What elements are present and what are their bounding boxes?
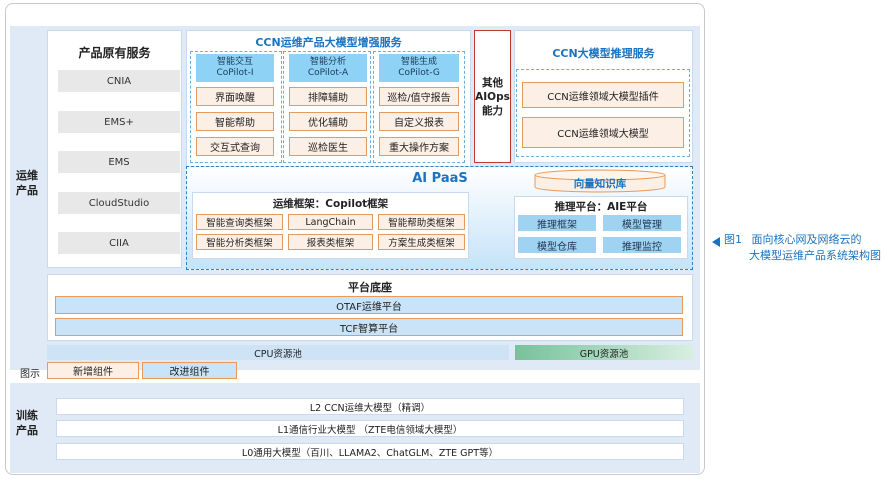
cpu-pool: CPU资源池 — [47, 345, 509, 360]
database-cylinder-icon — [534, 169, 666, 193]
legend-new-component: 新增组件 — [47, 362, 139, 379]
other-aiops-label: 其他 AIOps 能力 — [475, 76, 510, 117]
framework-help: 智能帮助类框架 — [378, 214, 465, 230]
copilot-a-item-2: 优化辅助 — [289, 112, 367, 131]
otaf-platform: OTAF运维平台 — [55, 296, 683, 314]
service-cloudstudio: CloudStudio — [58, 192, 180, 214]
framework-plan: 方案生成类框架 — [378, 234, 465, 250]
model-management: 模型管理 — [603, 215, 681, 231]
ops-products-label: 运维 产品 — [16, 169, 38, 197]
copilot-i-item-3: 交互式查询 — [196, 137, 274, 156]
copilot-g-item-1: 巡检/值守报告 — [379, 87, 459, 106]
figure-number: 图1 — [724, 233, 742, 246]
service-ems-plus: EMS+ — [58, 111, 180, 133]
infer-framework: 推理框架 — [518, 215, 596, 231]
training-l1: L1通信行业大模型 （ZTE电信领域大模型） — [56, 420, 684, 437]
copilot-a-item-3: 巡检医生 — [289, 137, 367, 156]
legend-label: 图示 — [20, 369, 40, 380]
ccn-infer-group — [516, 69, 690, 157]
framework-query: 智能查询类框架 — [196, 214, 283, 230]
copilot-g-group — [373, 51, 465, 163]
gpu-pool: GPU资源池 — [515, 345, 693, 360]
framework-report: 报表类框架 — [288, 234, 373, 250]
copilot-g-item-2: 自定义报表 — [379, 112, 459, 131]
inference-platform-title: 推理平台：AIE平台 — [554, 201, 648, 213]
copilot-a-group — [283, 51, 371, 163]
training-l0: L0通用大模型（百川、LLAMA2、ChatGLM、ZTE GPT等） — [56, 443, 684, 460]
service-ciia: CIIA — [58, 232, 180, 254]
vector-db: 向量知识库 — [533, 169, 667, 193]
tcf-platform: TCF智算平台 — [55, 318, 683, 336]
service-cnia: CNIA — [58, 70, 180, 92]
framework-langchain: LangChain — [288, 214, 373, 230]
training-products-label: 训练 产品 — [16, 409, 38, 437]
infer-monitoring: 推理监控 — [603, 237, 681, 253]
aipaas-title: AI PaaS — [412, 171, 468, 186]
other-aiops-box: 其他 AIOps 能力 — [474, 30, 511, 163]
original-services-title: 产品原有服务 — [78, 46, 151, 60]
training-l2: L2 CCN运维大模型（精调） — [56, 398, 684, 415]
figure-caption: 图1 面向核心网及网络云的 — [724, 232, 862, 247]
copilot-a-header: 智能分析 CoPilot-A — [289, 54, 367, 82]
copilot-a-item-1: 排障辅助 — [289, 87, 367, 106]
copilot-i-item-1: 界面唤醒 — [196, 87, 274, 106]
copilot-g-header: 智能生成 CoPilot-G — [379, 54, 459, 82]
original-services-panel — [47, 30, 182, 268]
vector-db-label: 向量知识库 — [573, 178, 627, 190]
infer-domain-model: CCN运维领域大模型 — [522, 117, 684, 148]
service-ems: EMS — [58, 151, 180, 173]
caption-arrow-icon — [711, 233, 721, 247]
copilot-framework-title: 运维框架：Copilot框架 — [272, 198, 389, 210]
ccn-infer-title: CCN大模型推理服务 — [552, 47, 655, 60]
caption-line-2: 大模型运维产品系统架构图 — [749, 249, 881, 262]
model-repository: 模型仓库 — [518, 237, 596, 253]
ccn-enhance-title: CCN运维产品大模型增强服务 — [255, 36, 402, 49]
caption-line-1: 面向核心网及网络云的 — [751, 233, 862, 246]
copilot-i-header: 智能交互 CoPilot-I — [196, 54, 274, 82]
legend-improved-component: 改进组件 — [142, 362, 237, 379]
copilot-i-item-2: 智能帮助 — [196, 112, 274, 131]
infer-plugin: CCN运维领域大模型插件 — [522, 82, 684, 108]
copilot-g-item-3: 重大操作方案 — [379, 137, 459, 156]
framework-analysis: 智能分析类框架 — [196, 234, 283, 250]
copilot-i-group — [190, 51, 282, 163]
platform-base-title: 平台底座 — [348, 281, 392, 294]
